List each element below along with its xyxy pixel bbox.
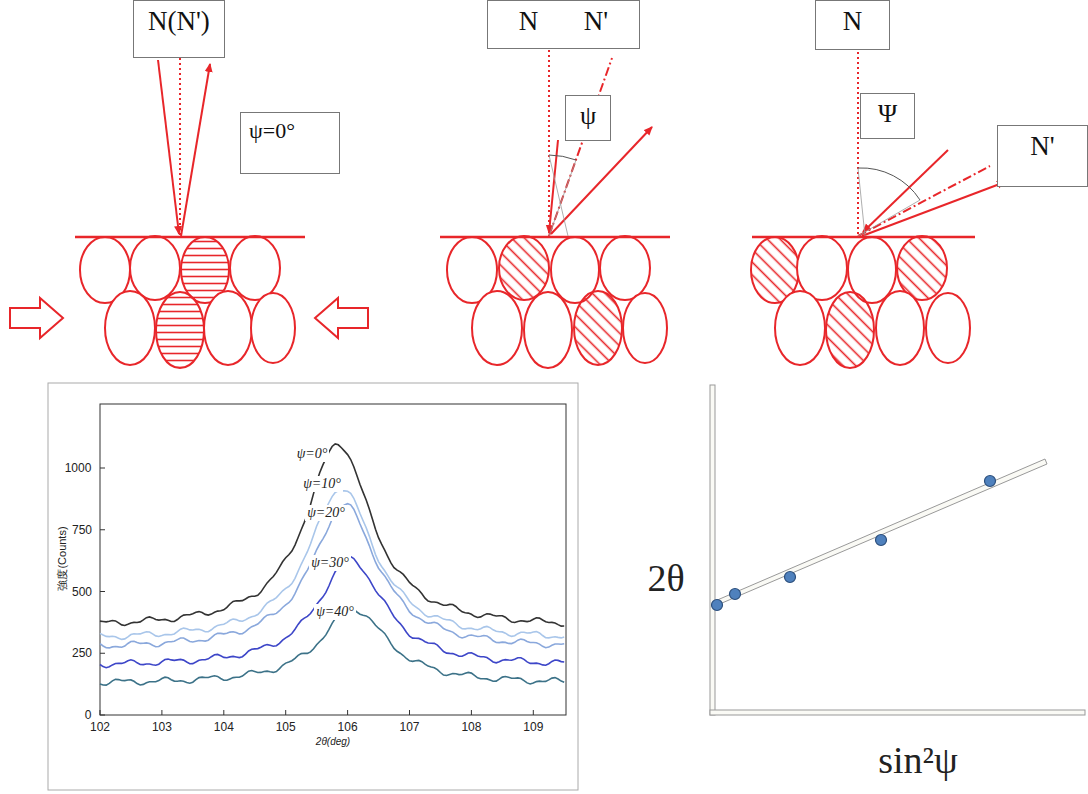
label-box: N N' (487, 0, 640, 49)
curve-label: ψ=10° (301, 476, 343, 492)
tick-label: 106 (338, 721, 358, 733)
curve-label: ψ=30° (309, 555, 351, 571)
tick-label: 108 (461, 721, 481, 733)
tick-label: 102 (90, 721, 110, 733)
node-text: N' (1030, 132, 1054, 162)
curve-label: ψ=20° (305, 505, 347, 521)
diffraction-curve (100, 609, 564, 685)
axis-title: 2θ (647, 559, 684, 597)
tick-label: 103 (152, 721, 172, 733)
diffraction-curve (100, 504, 564, 648)
axis-title: 2θ(deg) (316, 737, 350, 747)
label-box: Ψ (860, 93, 915, 139)
tick-label: 1000 (65, 462, 92, 474)
diffraction-curve (100, 491, 564, 640)
tick-label: 107 (399, 721, 419, 733)
curve-label: ψ=0° (295, 446, 330, 462)
curve-label: ψ=40° (314, 604, 356, 620)
label-box: N(N') (133, 0, 225, 58)
node-text: ψ=0° (249, 119, 295, 143)
tick-label: 500 (72, 586, 92, 598)
node-text: Ψ (878, 100, 897, 129)
tick-label: 0 (85, 709, 92, 721)
tick-label: 750 (72, 524, 92, 536)
node-text: N' (584, 7, 608, 37)
axis-title: 強度(Counts) (57, 526, 68, 590)
tick-label: 105 (276, 721, 296, 733)
diffraction-curve (100, 557, 564, 668)
node-text: N (843, 7, 863, 37)
node-text: N(N') (148, 7, 210, 37)
label-box: N' (997, 125, 1088, 187)
axis-title: sin²ψ (878, 741, 958, 779)
node-text: N (519, 7, 539, 37)
tick-label: 250 (72, 647, 92, 659)
tick-label: 104 (214, 721, 234, 733)
tick-label: 109 (523, 721, 543, 733)
label-box: ψ=0° (240, 112, 340, 174)
label-box: N (815, 0, 890, 50)
label-box: ψ (565, 95, 611, 141)
node-text: ψ (580, 102, 596, 131)
diffraction-curve (100, 444, 564, 626)
